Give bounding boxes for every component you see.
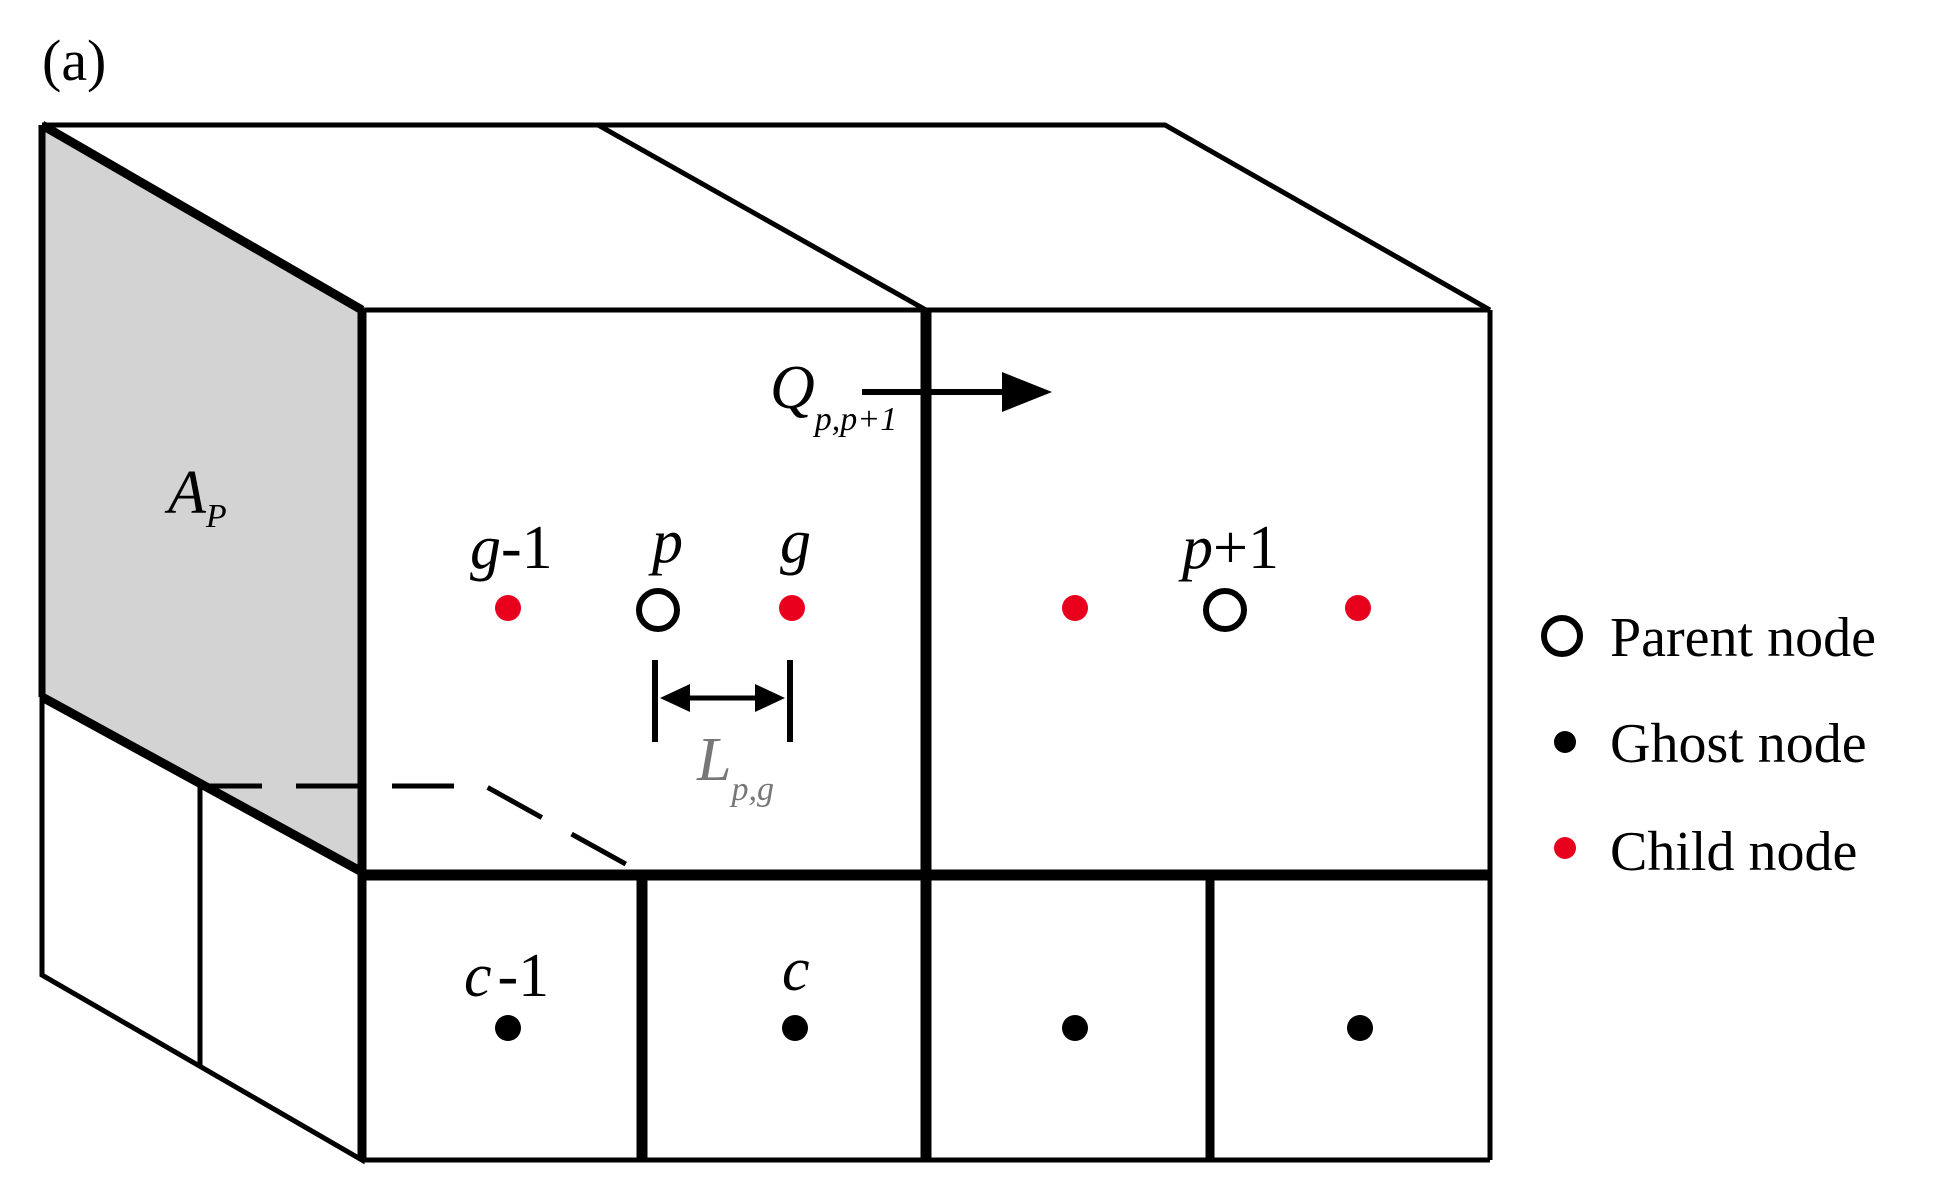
parent-node-p: [636, 588, 680, 632]
face-label-ap: AP: [164, 459, 227, 535]
child-node: [779, 595, 805, 621]
child-node: [495, 595, 521, 621]
parent-node-p-plus-1: [1203, 588, 1247, 632]
top-face: [42, 122, 1492, 313]
legend-parent-node-label: Parent node: [1610, 607, 1876, 669]
legend-ghost-node-icon: [1554, 731, 1576, 753]
flux-arrow: [862, 372, 1052, 412]
ghost-node: [782, 1015, 808, 1041]
label-g: g: [780, 508, 811, 576]
panel-label: (a): [42, 28, 106, 93]
child-node: [1062, 595, 1088, 621]
parent-cells: [357, 307, 1493, 1163]
legend-parent-node-icon: [1541, 615, 1583, 657]
label-g-minus-1: g-1: [470, 514, 553, 582]
legend: Parent node Ghost node Child node: [1541, 607, 1876, 883]
distance-marker: [652, 660, 793, 742]
legend-ghost-node-label: Ghost node: [1610, 713, 1867, 775]
ghost-node: [1062, 1015, 1088, 1041]
label-c-minus-1: c-1: [464, 942, 549, 1010]
ghost-node: [495, 1015, 521, 1041]
length-label: Lp,g: [696, 726, 774, 808]
label-c: c: [782, 936, 810, 1004]
hidden-edge-dashed: [200, 783, 642, 875]
label-p: p: [648, 508, 683, 576]
ghost-node: [1347, 1015, 1373, 1041]
shaded-face-ap: [42, 125, 362, 872]
flux-label: Qp,p+1: [770, 354, 897, 438]
child-node: [1345, 595, 1371, 621]
legend-child-node-label: Child node: [1610, 821, 1857, 883]
legend-child-node-icon: [1554, 837, 1576, 859]
label-p-plus-1: p+1: [1178, 514, 1279, 582]
shaded-face-top-edge: [39, 121, 365, 314]
